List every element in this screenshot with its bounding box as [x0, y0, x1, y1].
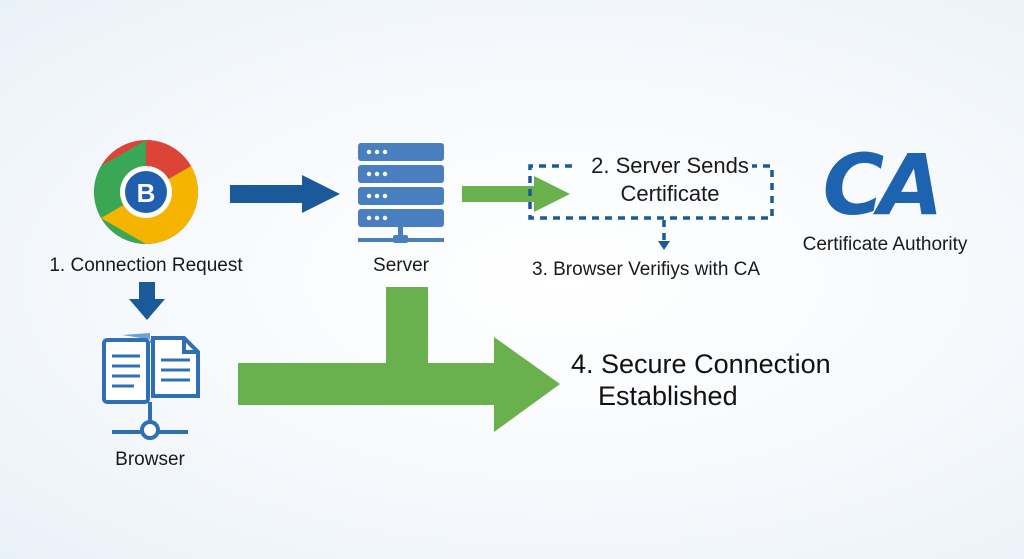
- step-2-label-line2: Certificate: [620, 181, 720, 206]
- secure-connection-arrow: [238, 287, 560, 432]
- step-1-label: 1. Connection Request: [49, 255, 243, 276]
- step-4-label-line1: 4. Secure Connection: [571, 349, 831, 379]
- server-label: Server: [373, 255, 429, 276]
- browser-down-arrow: [129, 282, 165, 320]
- verify-arrow-head: [658, 241, 670, 250]
- server-rack-icon: [358, 143, 444, 243]
- browser-label: Browser: [115, 449, 185, 470]
- step-3-label: 3. Browser Verifiys with CA: [532, 259, 761, 280]
- documents-network-icon: [102, 333, 200, 440]
- step-4-label-line2: Established: [598, 381, 738, 411]
- certificate-dashed-box: [528, 164, 774, 242]
- certificate-arrow: [462, 176, 570, 212]
- ca-logo-icon: CA: [822, 136, 944, 234]
- svg-text:B: B: [137, 178, 156, 208]
- step-2-label-line1: 2. Server Sends: [591, 153, 749, 178]
- request-arrow: [230, 175, 340, 213]
- ca-label: Certificate Authority: [802, 234, 968, 255]
- chrome-style-browser-icon: B: [94, 140, 198, 244]
